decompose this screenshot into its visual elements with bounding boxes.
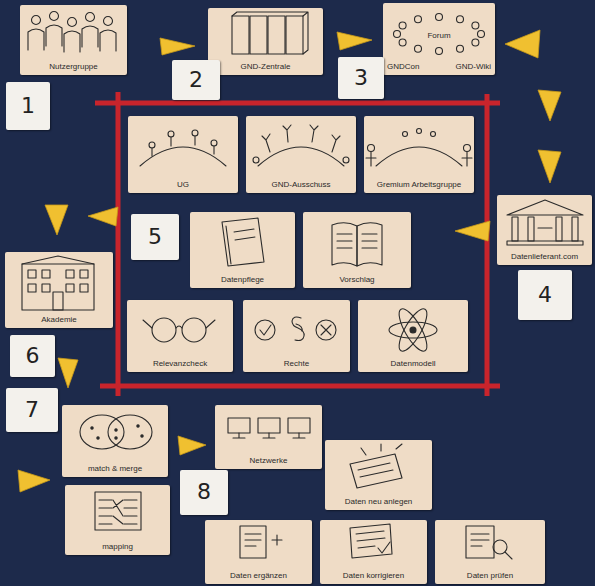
card-label: Vorschlag xyxy=(339,275,374,285)
ug-sketch xyxy=(140,130,226,166)
sketch-card: mapping xyxy=(65,485,170,555)
card-label: match & merge xyxy=(88,464,142,474)
callout-number: 3 xyxy=(354,66,368,90)
card-label: Datenpflege xyxy=(221,275,264,285)
callout-number: 5 xyxy=(148,225,162,249)
check-document-sketch xyxy=(466,526,512,559)
card-label: Datenmodell xyxy=(391,359,436,369)
card-label: Nutzergruppe xyxy=(49,62,97,72)
card-label: Relevanzcheck xyxy=(153,359,207,369)
card-label: Forum xyxy=(427,31,450,41)
callout-number: 4 xyxy=(538,283,552,307)
institution-sketch xyxy=(507,200,583,245)
sketch-card: Datenlieferant.com xyxy=(497,195,592,265)
card-label: GND-Zentrale xyxy=(241,62,291,72)
card-label: Daten prüfen xyxy=(467,571,513,581)
card-label: Datenlieferant.com xyxy=(511,252,578,262)
sketch-card: Daten ergänzen xyxy=(205,520,312,584)
sketch-card: Akademie xyxy=(5,252,113,328)
sketch-card: Daten neu anlegen xyxy=(325,440,432,510)
card-label: UG xyxy=(177,180,189,190)
card-label: mapping xyxy=(102,542,133,552)
callout-number: 6 xyxy=(26,344,40,368)
correction-form-sketch xyxy=(350,524,392,558)
working-group-sketch xyxy=(366,129,472,167)
sketch-card: Datenpflege xyxy=(190,212,295,288)
legal-check-sketch xyxy=(255,317,336,341)
forum-ring-sketch xyxy=(394,14,485,55)
people-sketch xyxy=(28,12,116,53)
card-label: GND-Wiki xyxy=(455,62,491,72)
red-frame xyxy=(95,92,500,396)
venn-sketch xyxy=(80,415,152,449)
sketch-card: GND-Ausschuss xyxy=(246,116,356,193)
sketch-card: Gremium Arbeitsgruppe xyxy=(364,116,474,193)
number-card: 8 xyxy=(180,470,228,515)
sketch-card: Datenmodell xyxy=(358,300,468,372)
sketch-card: match & merge xyxy=(62,405,168,477)
books-sketch xyxy=(232,12,308,54)
number-card: 1 xyxy=(6,82,50,130)
callout-number: 8 xyxy=(197,480,211,504)
academy-building-sketch xyxy=(22,256,94,310)
sketch-card: ForumGNDCon GND-Wiki xyxy=(383,3,495,75)
callout-number: 1 xyxy=(21,94,35,118)
glasses-sketch xyxy=(143,318,215,342)
number-card: 7 xyxy=(6,388,58,432)
sketch-card: Relevanzcheck xyxy=(127,300,233,372)
sketch-card: Nutzergruppe xyxy=(20,5,127,75)
number-card: 3 xyxy=(338,57,384,99)
card-label: Netzwerke xyxy=(250,456,288,466)
number-card: 6 xyxy=(10,335,55,377)
number-card: 2 xyxy=(172,60,220,100)
committee-branch-sketch xyxy=(253,125,349,166)
sketch-card: Rechte xyxy=(243,300,350,372)
open-book-sketch xyxy=(332,223,382,266)
notebook-sketch xyxy=(222,218,264,266)
number-card: 5 xyxy=(131,214,179,260)
card-label: Rechte xyxy=(284,359,309,369)
card-label: GNDCon xyxy=(387,62,419,72)
card-label: Gremium Arbeitsgruppe xyxy=(377,180,461,190)
card-label: GND-Ausschuss xyxy=(271,180,330,190)
callout-number: 7 xyxy=(25,398,39,422)
atom-sketch xyxy=(389,305,437,355)
card-label: Akademie xyxy=(41,315,77,325)
sketch-card: GND-Zentrale xyxy=(208,8,323,75)
callout-number: 2 xyxy=(189,68,203,92)
card-label: Daten ergänzen xyxy=(230,571,287,581)
card-label: Daten neu anlegen xyxy=(345,497,413,507)
sketch-card: Netzwerke xyxy=(215,405,322,469)
card-label: Daten korrigieren xyxy=(343,571,404,581)
document-add-sketch xyxy=(240,526,282,558)
sketch-card: UG xyxy=(128,116,238,193)
sketch-card: Daten prüfen xyxy=(435,520,545,584)
mapping-table-sketch xyxy=(95,492,141,530)
number-card: 4 xyxy=(518,270,572,320)
new-data-sketch xyxy=(350,444,402,488)
sketch-card: Daten korrigieren xyxy=(320,520,427,584)
sketch-card: Vorschlag xyxy=(303,212,411,288)
computers-sketch xyxy=(228,418,310,438)
